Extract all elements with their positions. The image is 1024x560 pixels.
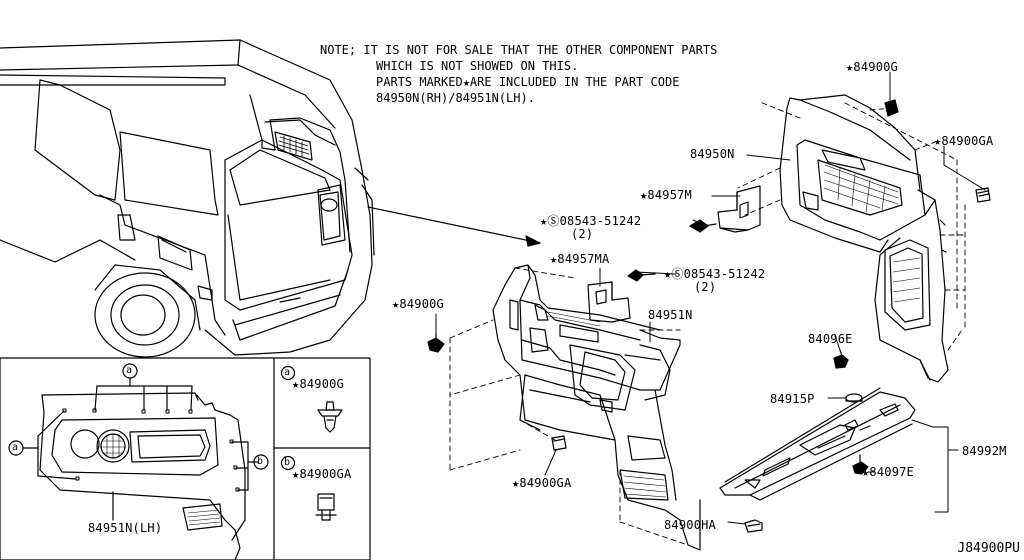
bolt-08543-lower <box>627 269 656 282</box>
exploded-view-arrow <box>367 206 541 247</box>
label-08543-lower-qty: (2) <box>694 280 717 294</box>
clip-84900ga-right <box>975 187 991 203</box>
callout-a-left-letter: a <box>12 442 19 453</box>
legend-b-row: ★84900GA <box>292 467 351 481</box>
label-84951n: 84951N <box>648 308 693 322</box>
clip-84900ha <box>744 519 763 533</box>
label-84900g-left: ★84900G <box>392 297 444 311</box>
label-84900ha: 84900HA <box>664 518 716 532</box>
label-84900ga-bottom: ★84900GA <box>512 476 572 490</box>
legend-b-label: 84900GA <box>299 467 352 481</box>
label-84915p: 84915P <box>770 392 815 406</box>
legend-callout-b <box>280 455 296 471</box>
legend-a-label: 84900G <box>299 377 344 391</box>
legend-b-star: ★ <box>292 467 300 481</box>
label-84097e: ★84097E <box>862 465 914 479</box>
bracket-84957ma <box>587 281 631 323</box>
note-block: NOTE; IT IS NOT FOR SALE THAT THE OTHER … <box>320 42 717 106</box>
note-line-1: NOTE; IT IS NOT FOR SALE THAT THE OTHER … <box>320 43 718 57</box>
callout-a-top <box>122 363 138 379</box>
rh-projection-lines <box>737 101 966 351</box>
callout-b-right-letter: b <box>257 456 264 467</box>
clip-84097e <box>852 454 869 475</box>
note-line-2: WHICH IS NOT SHOWED ON THIS. <box>376 59 579 73</box>
lh-projection-lines <box>449 267 689 546</box>
legend-a-letter: a <box>284 367 291 378</box>
label-84992m: 84992M <box>962 444 1007 458</box>
callout-a-top-letter: a <box>126 365 133 376</box>
legend-callout-a <box>280 365 296 381</box>
clip-84915p <box>845 393 863 403</box>
diagram-code: J84900PU <box>957 541 1020 556</box>
clip-84900g-left <box>427 333 445 353</box>
label-84096e: 84096E <box>808 332 853 346</box>
callout-b-right <box>253 454 269 470</box>
legend-a-star: ★ <box>292 377 300 391</box>
label-84957ma: ★84957MA <box>550 252 610 266</box>
note-line-4: 84950N(RH)/84951N(LH). <box>376 91 535 105</box>
clip-84900g-top <box>884 99 899 117</box>
sill-plate-84992m <box>719 387 916 501</box>
note-line-3: PARTS MARKED★ARE INCLUDED IN THE PART CO… <box>376 75 680 89</box>
label-84950n: 84950N <box>690 147 735 161</box>
bolt-08543-upper <box>689 219 717 233</box>
clip-84900ga-icon <box>315 493 337 521</box>
lh-panel-inner-view <box>23 377 259 560</box>
label-84951n-lh: 84951N(LH) <box>88 521 163 535</box>
label-08543-lower: ★Ⓢ08543-51242 <box>664 267 766 281</box>
bracket-84957m <box>717 185 761 233</box>
clip-84900ga-bottom <box>551 435 567 451</box>
vehicle-illustration <box>0 39 375 358</box>
legend-b-letter: b <box>284 457 291 468</box>
label-08543-upper: ★Ⓢ08543-51242 <box>540 214 642 228</box>
label-84957m: ★84957M <box>640 188 692 202</box>
callout-a-left <box>8 440 24 456</box>
label-84900g-top: ★84900G <box>846 60 898 74</box>
leader-lines <box>435 71 986 525</box>
rh-panel-84950n <box>779 94 949 383</box>
inset-frame <box>0 357 371 560</box>
clip-84900g-icon <box>317 401 343 433</box>
legend-a-row: ★84900G <box>292 377 344 391</box>
screw-84096e <box>833 349 849 369</box>
label-08543-upper-qty: (2) <box>571 227 594 241</box>
label-84900ga-right: ★84900GA <box>934 134 994 148</box>
